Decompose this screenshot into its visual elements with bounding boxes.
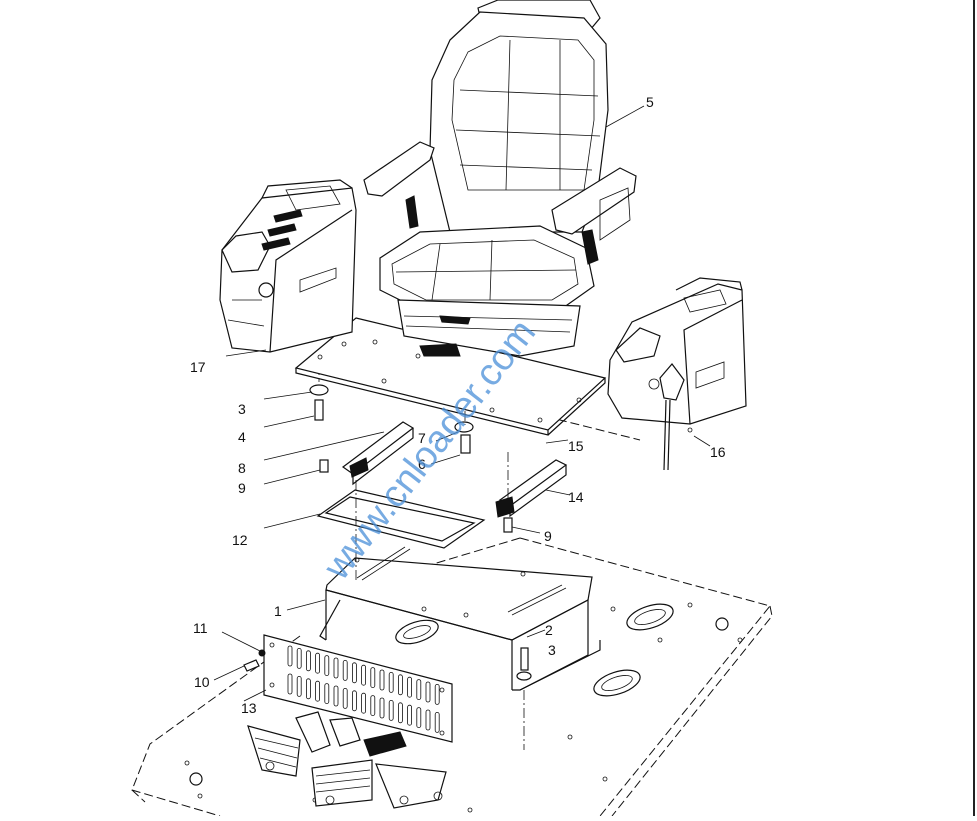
rail-right	[495, 459, 568, 518]
vent-slot	[333, 685, 339, 707]
vent-slot	[434, 684, 440, 705]
callout-7: 7	[418, 430, 426, 446]
callout-9-right: 9	[544, 528, 552, 544]
callout-9-left: 9	[238, 480, 246, 496]
vent-slot	[416, 707, 422, 728]
mounting-plate	[294, 317, 607, 436]
pedal-assembly	[247, 711, 447, 809]
callout-12: 12	[232, 532, 248, 548]
callout-8: 8	[238, 460, 246, 476]
vent-slot	[351, 662, 357, 684]
callout-labels: 5 17 3 4 8 9 12 1 7 6 15 14 9 16 2 3 11 …	[190, 94, 726, 716]
vent-slot	[397, 674, 403, 696]
callout-6: 6	[418, 456, 426, 472]
vent-slot	[296, 648, 302, 669]
bolt-10	[243, 649, 266, 672]
page-edge	[973, 0, 975, 816]
callout-15: 15	[568, 438, 584, 454]
vented-panel	[263, 634, 453, 743]
vent-slot	[379, 697, 385, 719]
vent-slot	[296, 676, 302, 697]
callout-11: 11	[193, 620, 208, 636]
vent-slot	[361, 692, 367, 714]
callout-14: 14	[568, 489, 584, 505]
vent-slot	[370, 695, 376, 716]
vent-slot	[305, 678, 311, 700]
vent-slot	[287, 645, 293, 667]
callout-3-upper: 3	[238, 401, 246, 417]
fasteners	[309, 384, 532, 681]
vent-slot	[370, 667, 376, 688]
callout-4: 4	[238, 429, 246, 445]
vent-slot	[407, 676, 413, 698]
vent-slot	[342, 688, 348, 709]
vent-slot	[425, 709, 431, 731]
vent-slot	[324, 683, 330, 704]
callout-3-lower: 3	[548, 642, 556, 658]
vent-slot	[305, 650, 311, 672]
vent-slot	[397, 702, 403, 724]
vent-slot	[388, 672, 394, 693]
vent-slot	[351, 690, 357, 712]
seat-base-box	[319, 546, 601, 691]
vent-slot	[379, 669, 385, 691]
vent-slot	[315, 652, 321, 674]
callout-5: 5	[646, 94, 654, 110]
vent-slot	[388, 700, 394, 721]
floor-plate	[131, 537, 773, 817]
callout-13: 13	[241, 700, 257, 716]
callout-1: 1	[274, 603, 282, 619]
vent-slot	[361, 664, 367, 686]
callout-10: 10	[194, 674, 210, 690]
callout-16: 16	[710, 444, 726, 460]
operator-seat	[363, 0, 637, 357]
vent-slot	[434, 712, 440, 733]
vent-slot	[416, 679, 422, 700]
seat-frame	[316, 489, 486, 549]
console-left	[219, 179, 357, 353]
vent-slot	[287, 673, 293, 695]
callout-2: 2	[545, 622, 553, 638]
leader-lines	[213, 105, 711, 702]
console-right	[607, 277, 747, 471]
vent-slot	[342, 660, 348, 681]
vent-slot	[425, 681, 431, 703]
vent-slot	[333, 657, 339, 679]
callout-17: 17	[190, 359, 206, 375]
rail-left	[341, 421, 415, 486]
vent-slot	[407, 704, 413, 726]
vent-slot	[315, 680, 321, 702]
vent-slot	[324, 655, 330, 676]
